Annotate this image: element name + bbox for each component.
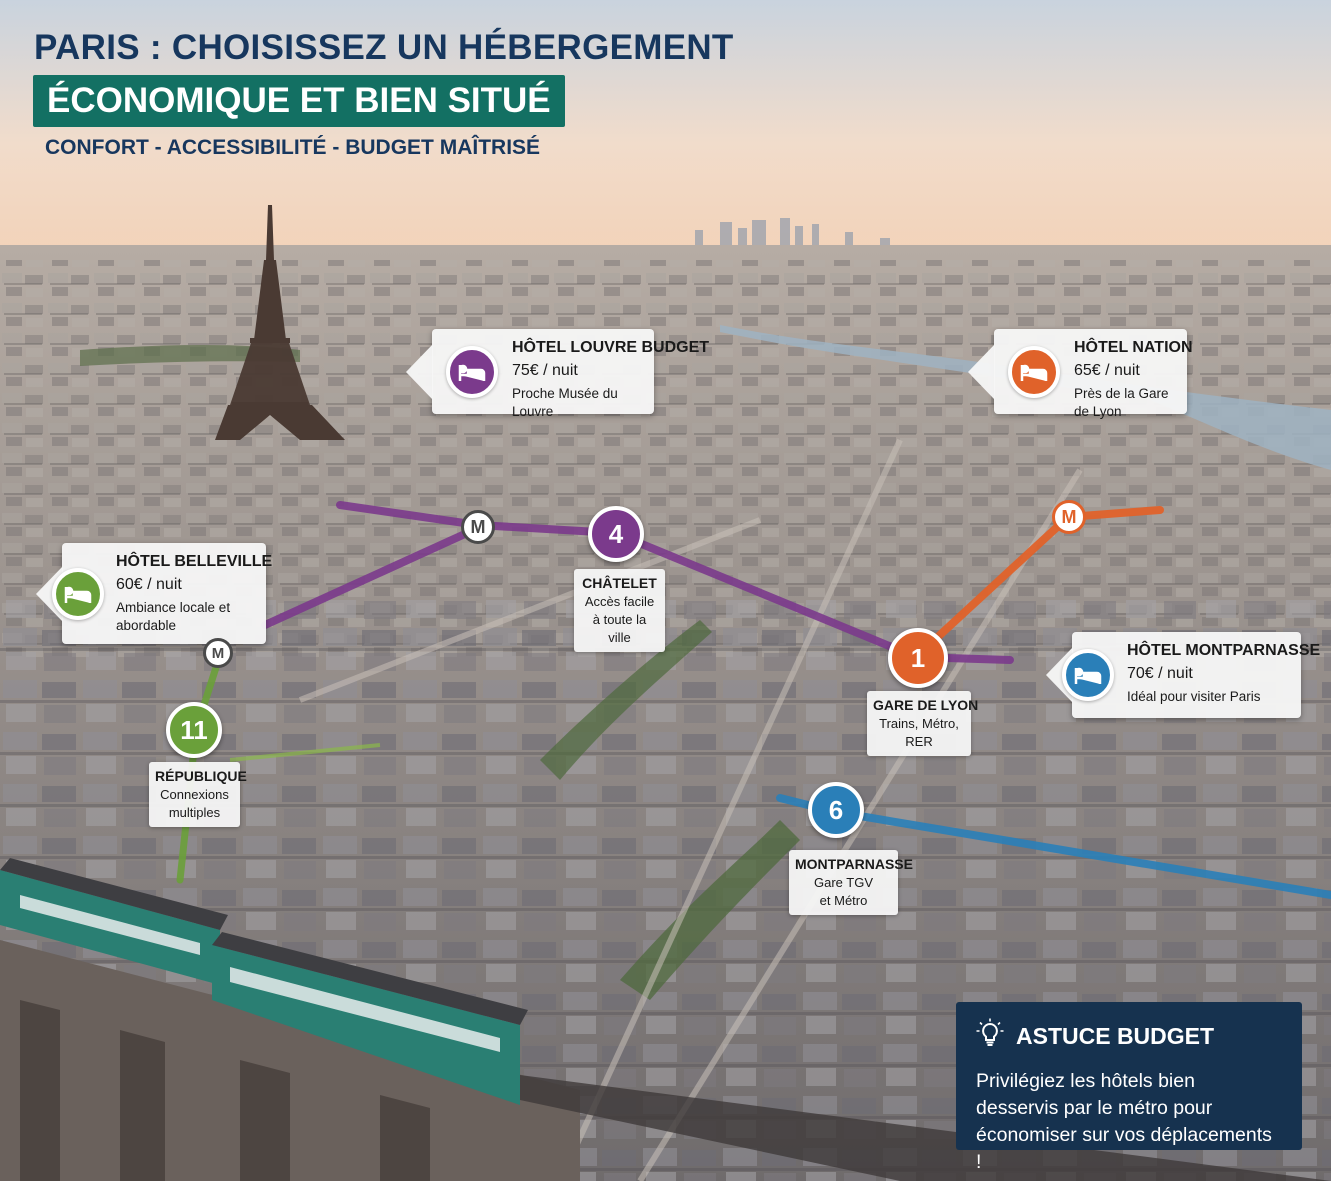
station-name: MONTPARNASSE — [795, 856, 913, 872]
station-detail: à toute la ville — [592, 612, 647, 645]
lightbulb-icon — [976, 1018, 1004, 1054]
line-marker-1[interactable]: 1 — [888, 628, 948, 688]
page-title-highlight: ÉCONOMIQUE ET BIEN SITUÉ — [33, 75, 565, 127]
hotel-name: HÔTEL LOUVRE BUDGET — [512, 339, 710, 356]
station-detail: Trains, Métro, — [879, 716, 959, 731]
hotel-description: Idéal pour visiter Paris — [1127, 689, 1261, 704]
hotel-name: HÔTEL NATION — [1074, 339, 1193, 356]
line-marker-6[interactable]: 6 — [808, 782, 864, 838]
bed-icon — [52, 567, 104, 620]
tip-text: Privilégiez les hôtels bien desservis pa… — [976, 1070, 1272, 1173]
hotel-description: Près de la Gare de Lyon — [1074, 386, 1169, 419]
station-label-republique[interactable]: RÉPUBLIQUE Connexions multiples — [149, 762, 247, 827]
budget-tip-box: ASTUCE BUDGET Privilégiez les hôtels bie… — [956, 1002, 1302, 1173]
station-detail: Accès facile — [584, 594, 655, 609]
station-label-chatelet[interactable]: CHÂTELET Accès facile à toute la ville — [574, 569, 665, 652]
station-name: CHÂTELET — [582, 575, 657, 591]
station-label-montparnasse[interactable]: MONTPARNASSE Gare TGV et Métro — [789, 850, 913, 915]
hotel-description: Proche Musée du Louvre — [512, 386, 618, 419]
bed-icon — [1008, 345, 1060, 398]
metro-station-icon: M — [1052, 500, 1086, 534]
hotel-price: 75€ / nuit — [512, 362, 578, 379]
tip-title: ASTUCE BUDGET — [1016, 1022, 1215, 1049]
station-name: RÉPUBLIQUE — [155, 768, 247, 784]
bed-icon — [446, 345, 498, 398]
metro-station-icon: M — [461, 510, 495, 544]
station-detail: Gare TGV — [813, 875, 873, 890]
line-marker-4[interactable]: 4 — [588, 506, 644, 562]
hotel-card-montparnasse[interactable]: HÔTEL MONTPARNASSE 70€ / nuit Idéal pour… — [1046, 632, 1321, 718]
station-detail: multiples — [168, 805, 221, 820]
line-marker-11[interactable]: 11 — [166, 702, 222, 758]
hotel-card-belleville[interactable]: HÔTEL BELLEVILLE 60€ / nuit Ambiance loc… — [36, 543, 273, 644]
station-detail: RER — [905, 734, 933, 749]
bed-icon — [1062, 649, 1114, 701]
hotel-card-nation[interactable]: HÔTEL NATION 65€ / nuit Près de la Gare … — [968, 329, 1193, 419]
station-name: GARE DE LYON — [873, 697, 979, 713]
station-detail: Connexions — [160, 787, 229, 802]
hotel-price: 65€ / nuit — [1074, 362, 1140, 379]
page-title: PARIS : CHOISISSEZ UN HÉBERGEMENT — [34, 28, 734, 67]
metro-train — [0, 858, 528, 1105]
station-label-gare-de-lyon[interactable]: GARE DE LYON Trains, Métro, RER — [867, 691, 979, 756]
hotel-price: 60€ / nuit — [116, 576, 182, 593]
metro-station-icon: M — [203, 638, 233, 668]
hotel-name: HÔTEL BELLEVILLE — [116, 553, 273, 570]
eiffel-tower-icon — [215, 205, 345, 440]
page-subtitle: CONFORT - ACCESSIBILITÉ - BUDGET MAÎTRIS… — [45, 136, 541, 159]
hotel-price: 70€ / nuit — [1127, 665, 1193, 682]
hotel-name: HÔTEL MONTPARNASSE — [1127, 642, 1321, 659]
hotel-card-louvre-budget[interactable]: HÔTEL LOUVRE BUDGET 75€ / nuit Proche Mu… — [406, 329, 710, 419]
station-detail: et Métro — [819, 893, 868, 908]
hotel-description: Ambiance locale et abordable — [116, 600, 231, 633]
